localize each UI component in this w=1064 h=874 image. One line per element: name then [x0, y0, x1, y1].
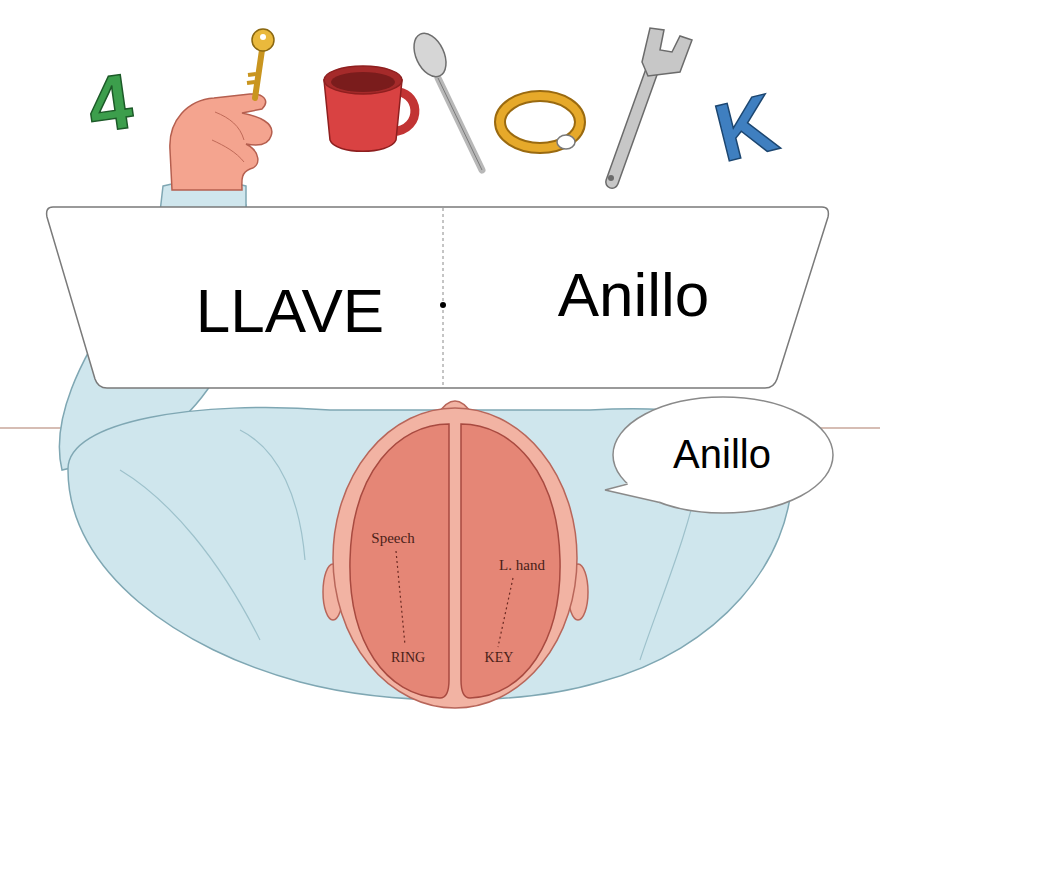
key-shaft [255, 50, 262, 98]
spoken-word: Anillo [673, 432, 771, 476]
ring-gem [557, 135, 575, 149]
midline-divider [443, 208, 444, 387]
wrench-hole [608, 175, 614, 181]
screen-outline [47, 207, 829, 388]
hand-leader [498, 578, 513, 647]
bubble-tail [605, 484, 660, 503]
spoon-handle-line [438, 78, 482, 170]
bubble-tail-fill [605, 480, 660, 503]
mug-top [324, 66, 402, 94]
spoon-handle [438, 78, 482, 170]
fixation-point [440, 302, 446, 308]
brain-area-label: Speech [371, 530, 414, 547]
display-screen-shape [45, 205, 830, 390]
left-hemisphere [350, 424, 449, 698]
key-head [252, 29, 274, 51]
display-screen: LLAVE Anillo [45, 205, 830, 390]
ring-object [500, 96, 580, 149]
key-teeth [247, 74, 256, 83]
text-cell: Anillo [598, 392, 838, 520]
key-hole [260, 34, 266, 40]
brain-area-label: L. hand [499, 557, 545, 574]
finger-lines [212, 112, 244, 162]
mug-inside [331, 72, 395, 92]
torso [68, 408, 792, 701]
letter-object: K [706, 77, 785, 179]
right-field-word: Anillo [558, 261, 710, 329]
text-cell: Anillo [443, 205, 830, 390]
ring-band [500, 96, 580, 148]
spoon-object [408, 28, 482, 170]
wrench-handle-edge [612, 62, 655, 182]
skull [333, 408, 577, 708]
hemisphere-word: KEY [485, 650, 514, 665]
wrench-handle [612, 62, 655, 182]
speech-bubble: Anillo [598, 392, 838, 520]
spoon-bowl [408, 28, 453, 82]
left-hand [170, 94, 272, 190]
hemisphere-word: RING [391, 650, 425, 665]
ring-band-shadow [500, 96, 580, 148]
key-object [247, 29, 274, 98]
mug-object [324, 66, 415, 151]
wrench-jaw [642, 28, 692, 76]
speech-leader [396, 551, 405, 645]
letter-object: 4 [83, 58, 138, 149]
right-hemisphere [461, 424, 560, 698]
wrench-object [608, 28, 692, 182]
left-field-word: LLAVE [196, 277, 384, 345]
text-cell: LLAVE [45, 205, 443, 390]
